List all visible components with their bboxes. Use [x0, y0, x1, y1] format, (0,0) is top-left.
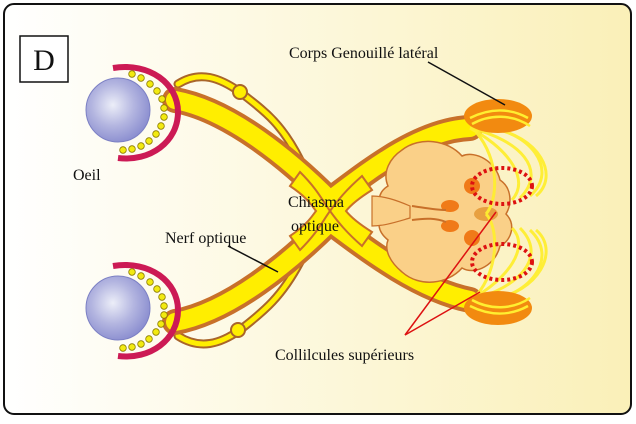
eye-label: Oeil — [73, 167, 101, 184]
chiasma-label-line2: optique — [291, 218, 339, 235]
colliculi-label: Collilcules supérieurs — [275, 347, 414, 364]
lgn-label: Corps Genouillé latéral — [289, 45, 439, 62]
accessory-ganglion-top — [233, 85, 247, 99]
panel-letter: D — [33, 44, 55, 77]
optic-nerve-label: Nerf optique — [165, 230, 246, 247]
accessory-ganglion-bottom — [231, 323, 245, 337]
panel-letter-box: D — [20, 36, 68, 82]
chiasma-label-line1: Chiasma — [288, 194, 344, 211]
